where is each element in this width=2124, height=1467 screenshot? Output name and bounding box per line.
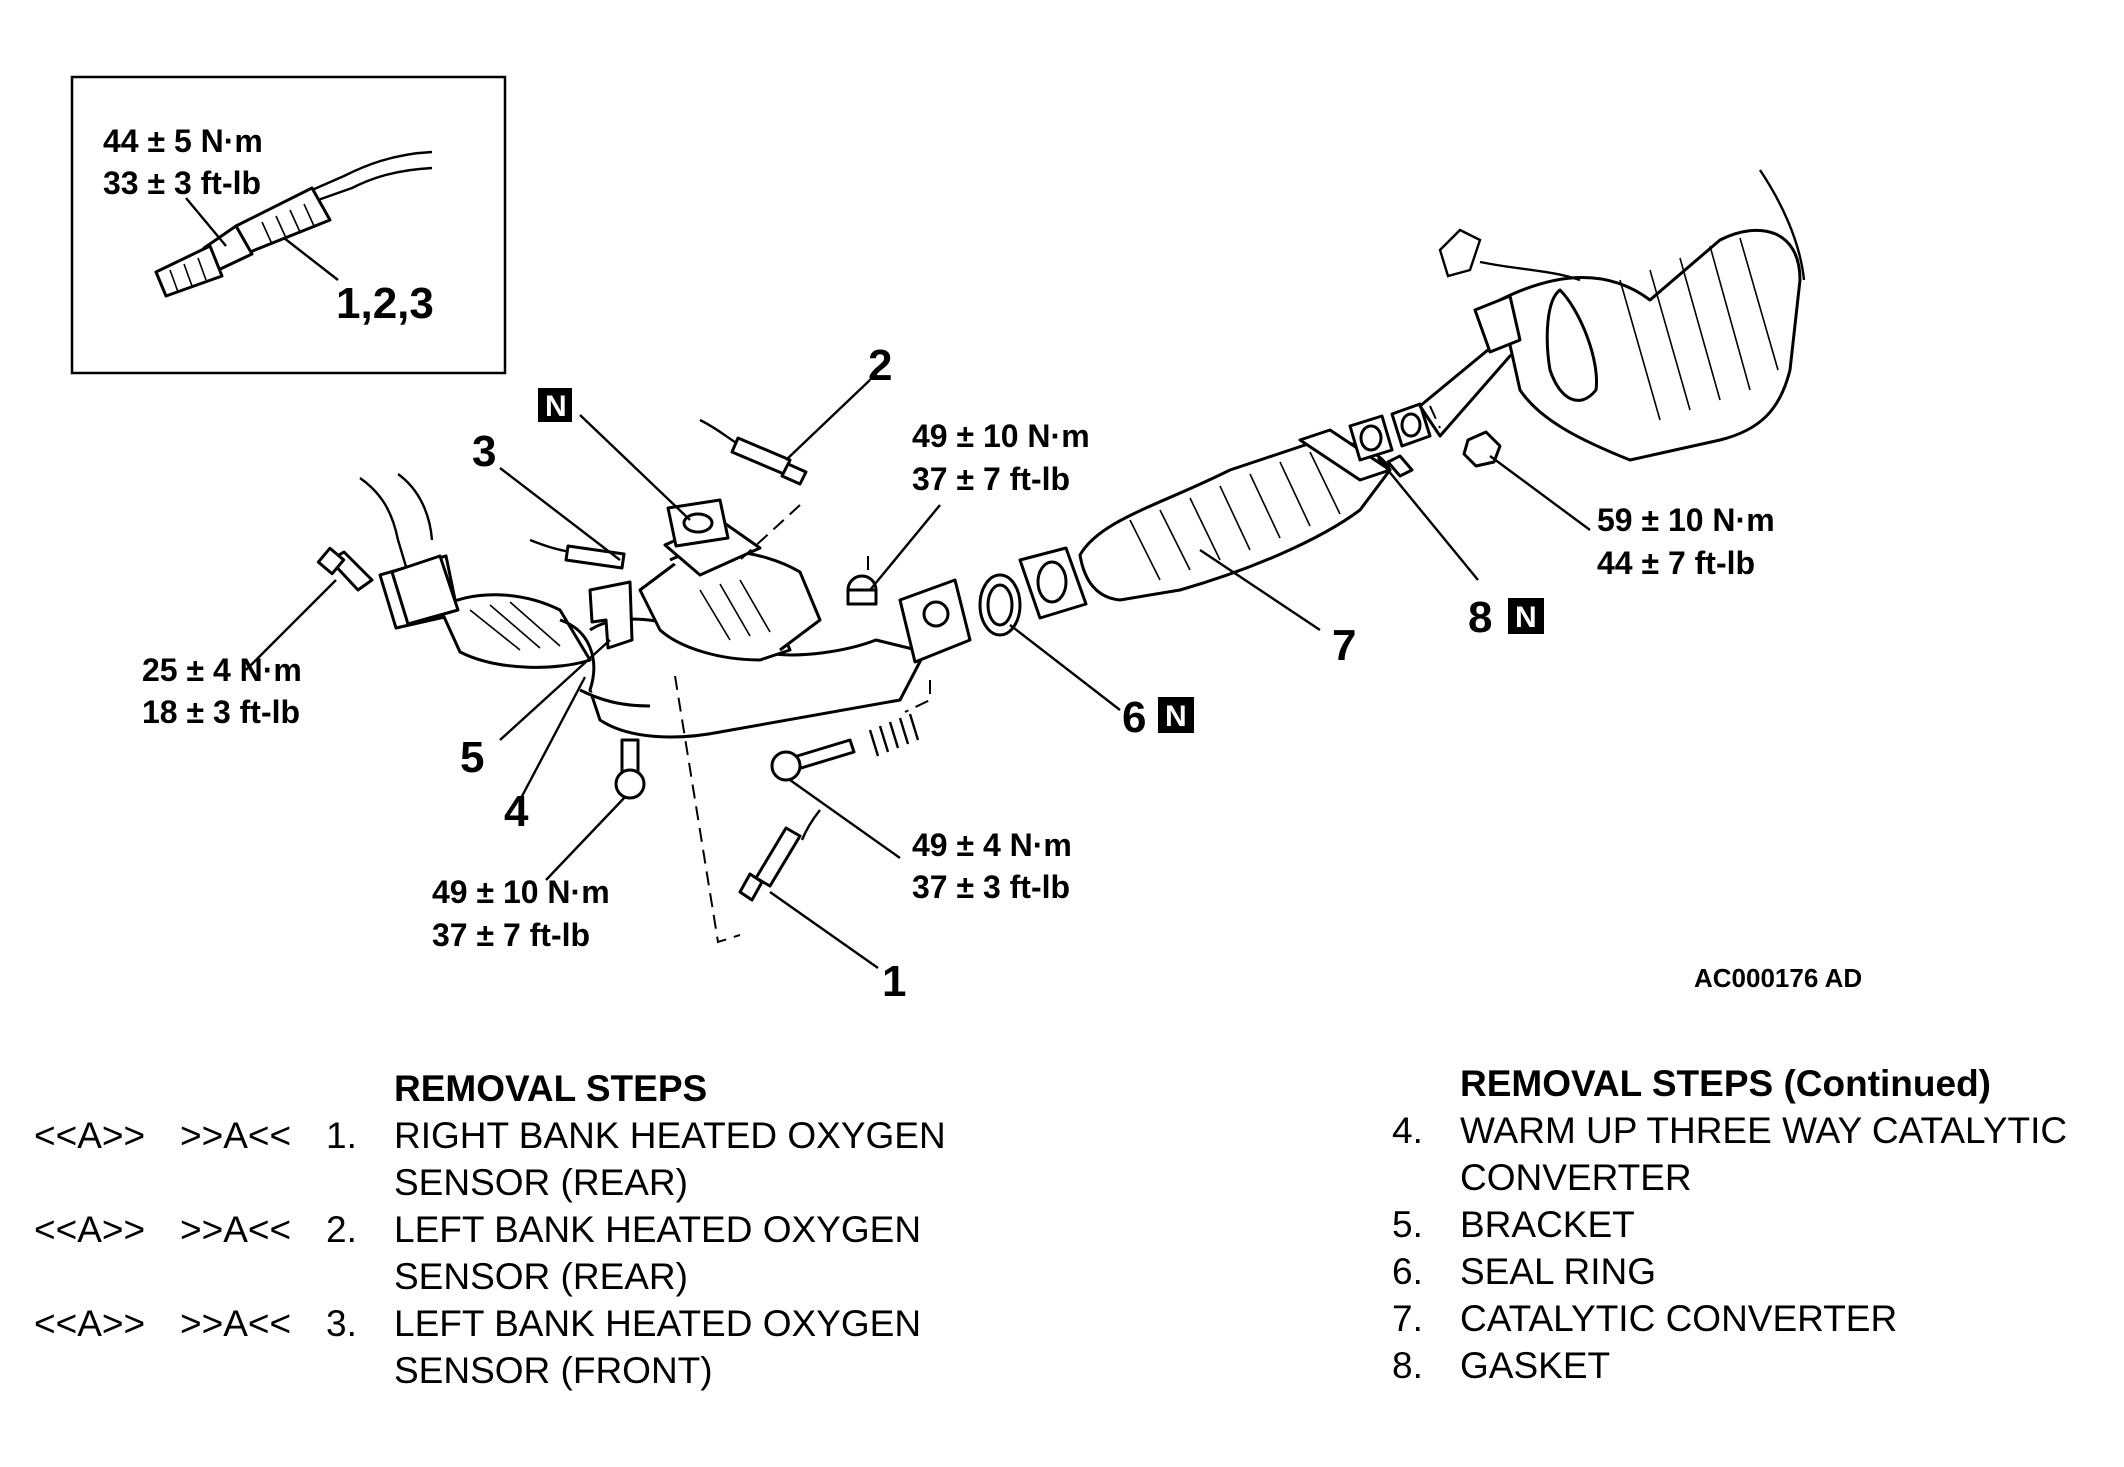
step-2-text-line1: LEFT BANK HEATED OXYGEN (394, 1209, 922, 1250)
inset-torque-ftlb: 33 ± 3 ft-lb (103, 165, 261, 201)
step-2-text-line2: SENSOR (REAR) (394, 1256, 688, 1297)
removal-steps-heading: REMOVAL STEPS (394, 1068, 708, 1109)
muffler-assembly (1390, 169, 1806, 462)
torque-muffler-nut-nm: 59 ± 10 N·m (1597, 502, 1775, 538)
step-7-text: CATALYTIC CONVERTER (1460, 1298, 1898, 1339)
sensor-detail-inset (70, 75, 507, 375)
step-2-mark-a: <<A>> (34, 1209, 146, 1250)
step-3-number: 3. (326, 1303, 357, 1344)
step-1-mark-a: <<A>> (34, 1115, 146, 1156)
callout-6: 6 (1122, 693, 1146, 742)
step-1-text-line1: RIGHT BANK HEATED OXYGEN (394, 1115, 946, 1156)
inset-torque-leader (185, 197, 227, 247)
step-7-number: 7. (1392, 1298, 1423, 1339)
callout-4: 4 (504, 787, 529, 836)
callout-2: 2 (868, 341, 892, 390)
removal-steps: REMOVAL STEPS <<A>> >>A<< 1. RIGHT BANK … (0, 1065, 1020, 1425)
torque-spring-bolt-nm: 49 ± 4 N·m (912, 827, 1072, 863)
torque-muffler-nut-ftlb: 44 ± 7 ft-lb (1597, 545, 1755, 581)
gasket-rear (1348, 414, 1394, 462)
spring-bolt-assembly (770, 713, 920, 782)
callout-5: 5 (460, 733, 484, 782)
catalytic-converter (1018, 428, 1414, 620)
step-1-mark-b: >>A<< (180, 1115, 292, 1156)
inset-callout-leader (283, 237, 339, 281)
removal-step-3: <<A>> >>A<< 3. LEFT BANK HEATED OXYGEN S… (0, 1300, 1020, 1394)
torque-top-nut-ftlb: 37 ± 7 ft-lb (912, 461, 1070, 497)
removal-step-4: 4. WARM UP THREE WAY CATALYTIC CONVERTER (1370, 1107, 2110, 1201)
callout-1: 1 (882, 957, 906, 1006)
leader-lines (245, 379, 1591, 969)
removal-steps-continued: REMOVAL STEPS (Continued) 4. WARM UP THR… (1370, 1060, 2110, 1420)
step-5-number: 5. (1392, 1204, 1423, 1245)
torque-left-bolt-nm: 25 ± 4 N·m (142, 652, 302, 688)
left-flange-gasket (390, 554, 460, 626)
torque-top-nut-nm: 49 ± 10 N·m (912, 418, 1090, 454)
oxygen-sensor-2 (699, 418, 808, 486)
flange-nut-top (846, 574, 878, 606)
torque-left-bolt-ftlb: 18 ± 3 ft-lb (142, 694, 300, 730)
svg-text:N: N (1515, 601, 1537, 634)
step-6-number: 6. (1392, 1251, 1423, 1292)
n-mark-seal-ring: N (1158, 697, 1194, 733)
step-3-mark-b: >>A<< (180, 1303, 292, 1344)
step-8-text: GASKET (1460, 1345, 1611, 1386)
step-5-text: BRACKET (1460, 1204, 1635, 1245)
alignment-lines (674, 405, 1441, 944)
svg-text:N: N (545, 390, 567, 423)
bracket (588, 580, 634, 650)
callout-3: 3 (472, 427, 496, 476)
inset-torque-nm: 44 ± 5 N·m (103, 123, 263, 159)
svg-text:N: N (1165, 700, 1187, 733)
step-6-text: SEAL RING (1460, 1251, 1657, 1292)
seal-ring (978, 573, 1022, 637)
left-flange-bolt (316, 546, 374, 592)
removal-step-2: <<A>> >>A<< 2. LEFT BANK HEATED OXYGEN S… (0, 1206, 1020, 1300)
step-4-number: 4. (1392, 1110, 1423, 1151)
oxygen-sensor-3 (529, 538, 626, 570)
step-3-mark-a: <<A>> (34, 1303, 146, 1344)
torque-bracket-bolt-ftlb: 37 ± 7 ft-lb (432, 917, 590, 953)
step-4-text-line1: WARM UP THREE WAY CATALYTIC (1460, 1110, 2068, 1151)
n-mark-gasket-upper: N (538, 388, 572, 423)
removal-steps-continued-heading: REMOVAL STEPS (Continued) (1460, 1063, 1992, 1104)
step-1-text-line2: SENSOR (REAR) (394, 1162, 688, 1203)
inset-callout-label: 1,2,3 (336, 279, 434, 328)
step-3-text-line1: LEFT BANK HEATED OXYGEN (394, 1303, 922, 1344)
callout-7: 7 (1332, 621, 1356, 670)
oxygen-sensor-detail-drawing (154, 150, 433, 298)
removal-step-1: <<A>> >>A<< 1. RIGHT BANK HEATED OXYGEN … (0, 1112, 1020, 1206)
bracket-bolt (614, 738, 646, 800)
step-8-number: 8. (1392, 1345, 1423, 1386)
oxygen-sensor-1 (738, 809, 821, 902)
step-4-text-line2: CONVERTER (1460, 1157, 1692, 1198)
step-3-text-line2: SENSOR (FRONT) (394, 1350, 713, 1391)
figure-id: AC000176 AD (1694, 963, 1862, 993)
step-1-number: 1. (326, 1115, 357, 1156)
callout-8: 8 (1468, 593, 1492, 642)
torque-spring-bolt-ftlb: 37 ± 3 ft-lb (912, 869, 1070, 905)
n-mark-gasket-rear: N (1508, 598, 1544, 634)
muffler-flange-nut (1462, 430, 1502, 468)
step-2-mark-b: >>A<< (180, 1209, 292, 1250)
torque-bracket-bolt-nm: 49 ± 10 N·m (432, 874, 610, 910)
step-2-number: 2. (326, 1209, 357, 1250)
